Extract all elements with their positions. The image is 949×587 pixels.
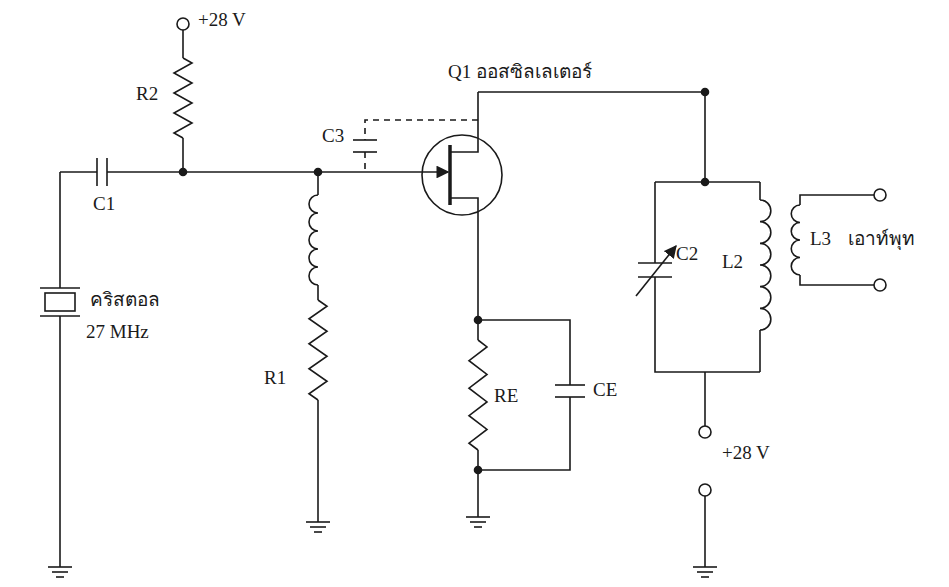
ground-symbol: [59, 555, 61, 567]
terminal: [874, 189, 886, 201]
inductor-symbol: [791, 205, 800, 275]
feedback-capacitor: [365, 120, 478, 140]
wire: [477, 320, 479, 340]
ground-symbol: [314, 531, 322, 533]
crystal-symbol: [40, 287, 80, 289]
wire: [59, 316, 61, 555]
resistor-symbol: [309, 300, 327, 400]
jfet-source: [450, 198, 478, 320]
wire: [800, 275, 874, 285]
junction-dot: [702, 89, 709, 96]
ground-symbol: [693, 566, 717, 568]
crystal-symbol: [45, 293, 75, 311]
terminal: [874, 279, 886, 291]
wire: [107, 171, 405, 173]
part-name: R1: [264, 368, 286, 389]
wire: [478, 320, 570, 385]
wire: [60, 171, 97, 173]
wire: [800, 195, 874, 205]
ground-symbol: [317, 510, 319, 522]
terminal: [699, 484, 711, 496]
capacitor-symbol: [555, 384, 585, 386]
junction-dot: [180, 169, 187, 176]
resistor-symbol: [174, 58, 192, 138]
wire: [704, 496, 706, 555]
wire: [478, 397, 570, 470]
schematic-part: [40, 18, 886, 577]
part-name: R2: [136, 84, 158, 105]
capacitor-symbol: [96, 158, 98, 186]
wire: [317, 172, 319, 195]
wire: [478, 92, 705, 182]
ground-symbol: [701, 576, 709, 578]
ground-symbol: [470, 521, 486, 523]
part-name: L3: [810, 229, 831, 250]
part-name: C3: [322, 126, 344, 147]
part-name: Q1 ออสซิลเลเตอร์: [448, 62, 592, 83]
ground-symbol: [697, 571, 713, 573]
part-name: C2: [676, 244, 698, 265]
ground-symbol: [48, 566, 72, 568]
wire: [317, 285, 319, 300]
feedback-capacitor: [364, 152, 366, 172]
terminal: [699, 426, 711, 438]
ground-symbol: [477, 505, 479, 517]
inductor-symbol: [309, 195, 318, 285]
part-name: C1: [93, 194, 115, 215]
supply-label: +28 V: [198, 10, 246, 31]
capacitor-symbol: [353, 139, 377, 141]
ground-symbol: [310, 526, 326, 528]
ground-symbol: [52, 571, 68, 573]
wire: [759, 330, 761, 372]
ground-symbol: [474, 526, 482, 528]
jfet-gate: [405, 171, 448, 173]
wire: [704, 372, 706, 426]
wire: [59, 172, 61, 288]
wire: [655, 181, 760, 183]
part-name: RE: [494, 386, 518, 407]
part-name: คริสตอล: [90, 290, 160, 311]
wire: [759, 182, 761, 200]
ground-symbol: [704, 555, 706, 567]
terminal: [177, 18, 189, 30]
wire: [182, 30, 184, 58]
jfet-drain: [450, 92, 478, 152]
output-label: เอาท์พุท: [848, 229, 915, 250]
frequency-label: 27 MHz: [86, 322, 149, 343]
wire: [182, 138, 184, 172]
wire: [655, 277, 760, 372]
variable-capacitor: [636, 246, 676, 296]
variable-capacitor: [638, 262, 672, 264]
part-name: L2: [722, 252, 743, 273]
ground-symbol: [466, 516, 490, 518]
wire: [654, 182, 656, 263]
wire: [477, 470, 479, 505]
jfet-channel: [448, 145, 452, 205]
jfet-symbol: [422, 135, 502, 215]
part-name: CE: [593, 380, 617, 401]
supply-label: +28 V: [722, 443, 770, 464]
ground-symbol: [306, 521, 330, 523]
wire: [317, 400, 319, 510]
inductor-symbol: [760, 200, 771, 330]
resistor-symbol: [469, 340, 487, 450]
ground-symbol: [56, 576, 64, 578]
